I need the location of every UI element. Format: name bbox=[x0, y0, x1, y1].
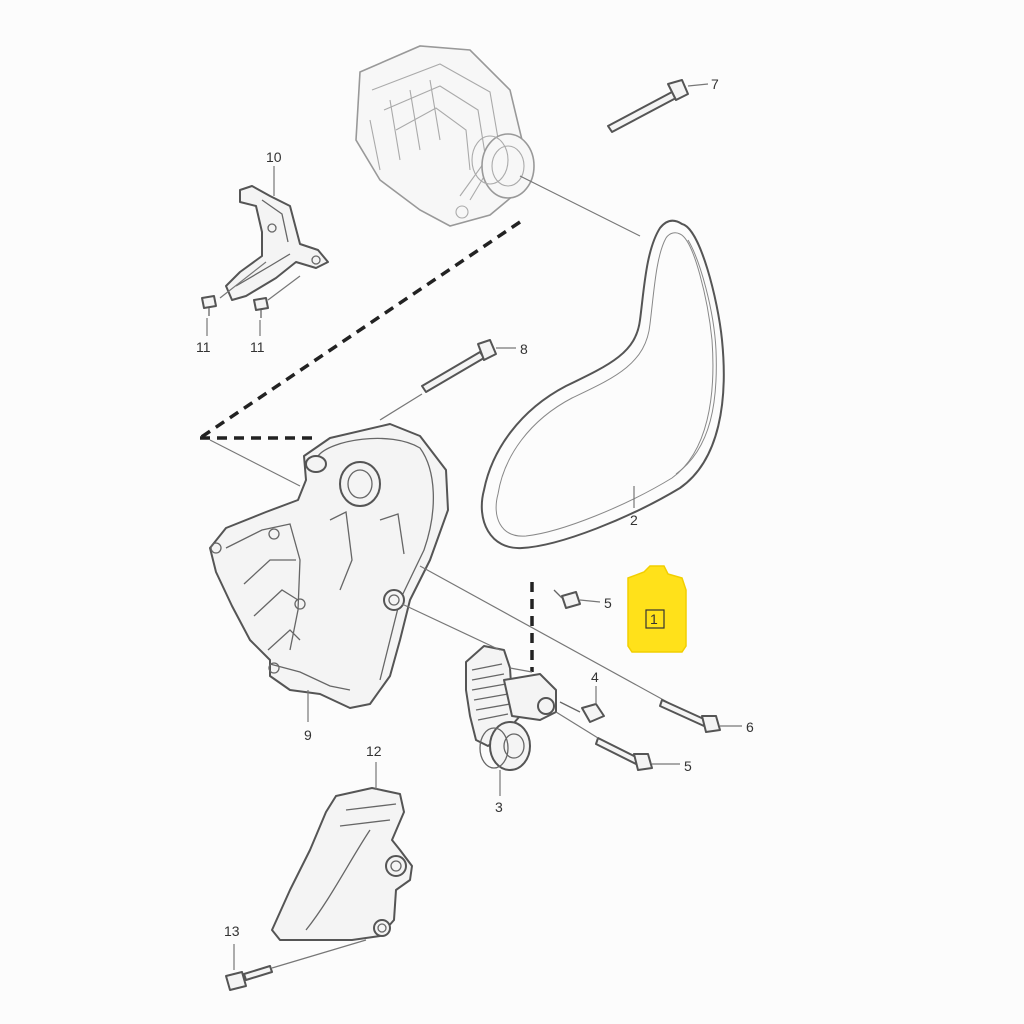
bracket-10 bbox=[219, 166, 329, 301]
kit-1-highlight bbox=[627, 565, 687, 653]
dashed-group-outline bbox=[199, 220, 534, 672]
callout-6: 6 bbox=[746, 719, 754, 735]
callout-7: 7 bbox=[711, 76, 719, 92]
drive-belt-2 bbox=[480, 219, 725, 550]
bolt-6 bbox=[659, 699, 742, 733]
callout-4: 4 bbox=[591, 669, 599, 685]
callout-1: 1 bbox=[650, 611, 658, 627]
callout-12: 12 bbox=[366, 743, 382, 759]
callout-5-lower: 5 bbox=[684, 758, 692, 774]
mounting-bracket-9 bbox=[209, 423, 701, 722]
callout-11-left: 11 bbox=[196, 339, 211, 355]
callout-8: 8 bbox=[520, 341, 528, 357]
bolt-5-lower bbox=[555, 711, 680, 771]
callout-3: 3 bbox=[495, 799, 503, 815]
bolt-13 bbox=[225, 939, 367, 991]
callout-13: 13 bbox=[224, 923, 240, 939]
callout-9: 9 bbox=[304, 727, 312, 743]
callout-2: 2 bbox=[630, 512, 638, 528]
kit-1-box bbox=[645, 609, 665, 629]
bolt-11-right bbox=[253, 275, 301, 336]
callout-10: 10 bbox=[266, 149, 282, 165]
alternator bbox=[355, 45, 641, 237]
tensioner-3 bbox=[401, 603, 557, 796]
bolt-4 bbox=[559, 686, 605, 723]
callout-11-right: 11 bbox=[250, 339, 265, 355]
callout-5-upper: 5 bbox=[604, 595, 612, 611]
bolt-7 bbox=[607, 79, 709, 133]
bolt-5-upper bbox=[553, 589, 601, 609]
bolt-8 bbox=[379, 339, 516, 421]
cover-shield-12 bbox=[271, 762, 413, 941]
bolt-11-left bbox=[201, 295, 217, 336]
